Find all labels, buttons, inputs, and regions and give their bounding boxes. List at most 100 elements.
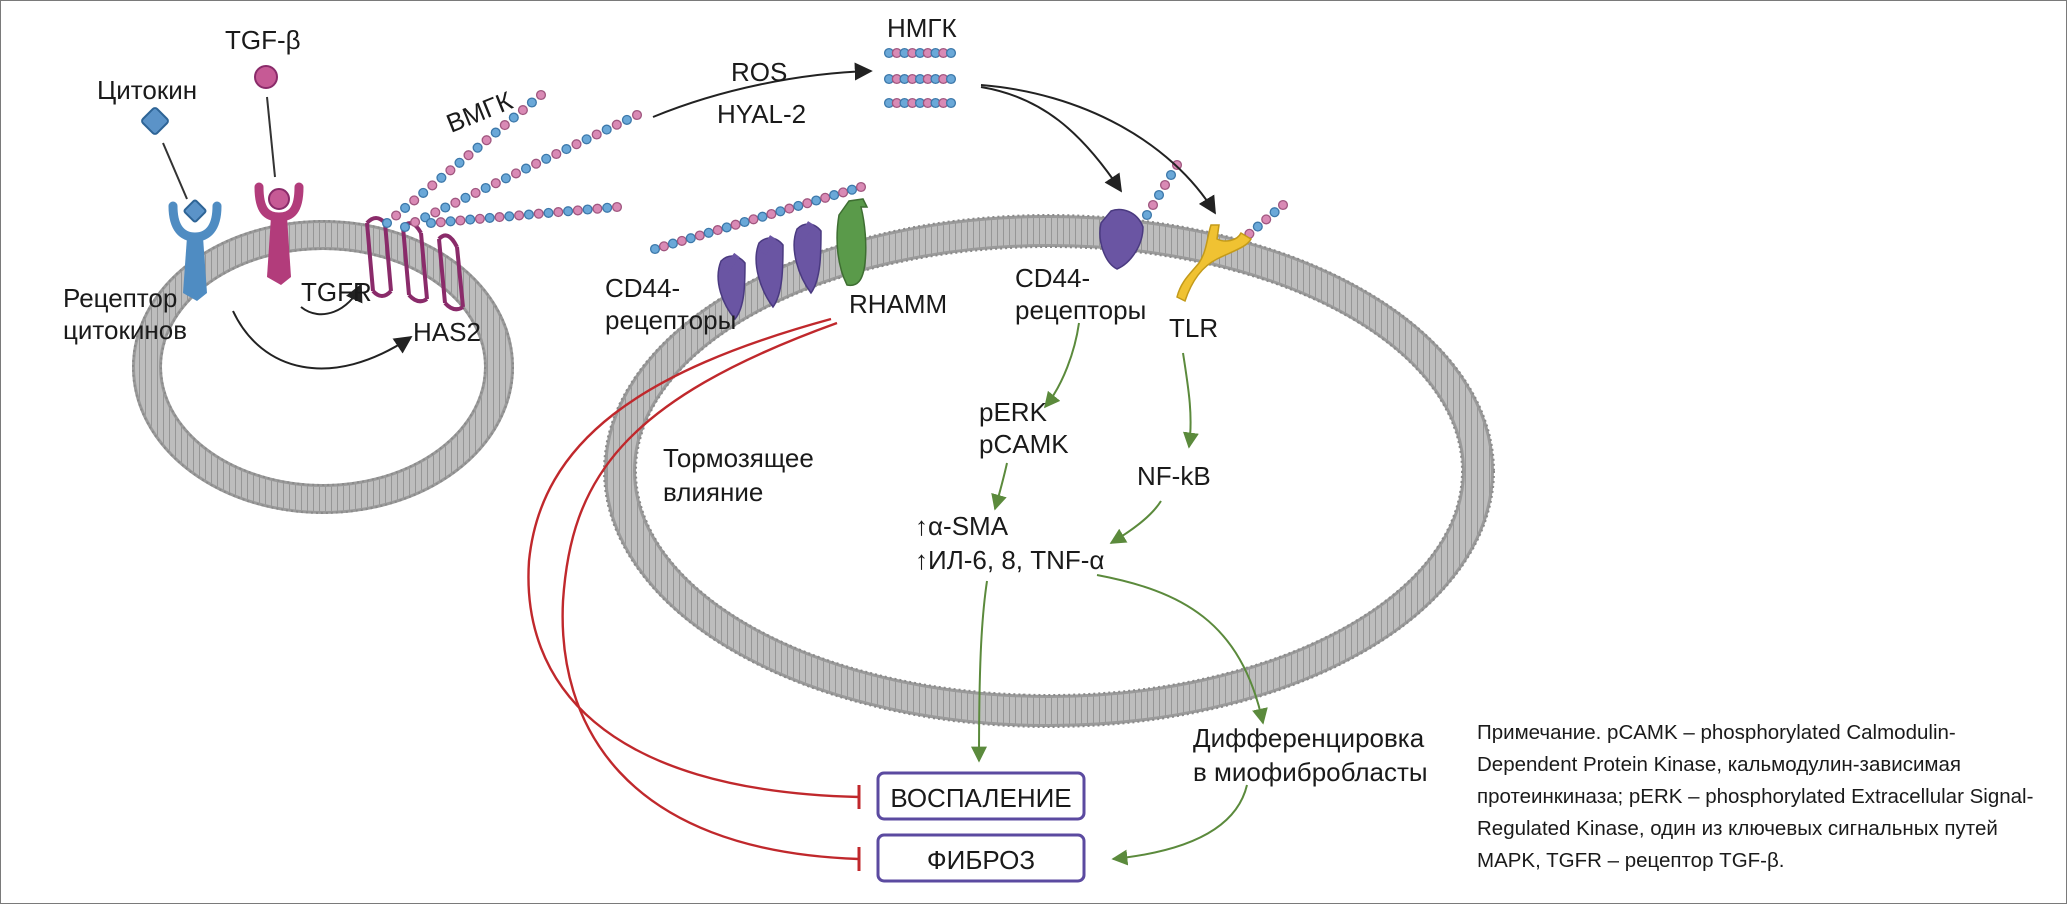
hyaluronan-bead <box>820 192 831 203</box>
tgf-beta-label: TGF-β <box>225 25 301 55</box>
hyaluronan-bead <box>563 206 574 217</box>
hyaluronan-bead <box>712 225 723 236</box>
hyaluronan-bead <box>445 165 456 176</box>
nfkb-label: NF-kB <box>1137 461 1211 491</box>
hyaluronan-bead <box>561 144 572 155</box>
hyaluronan-bead <box>945 47 957 59</box>
hyaluronan-bead <box>418 187 429 198</box>
hyaluronan-bead <box>945 97 957 109</box>
hyaluronan-bead <box>611 201 623 213</box>
hyaluronan-bead <box>517 105 528 116</box>
differentiation-label-line2: в миофибробласты <box>1193 757 1428 787</box>
hyaluronan-bead <box>631 109 643 121</box>
hyaluronan-bead <box>721 222 732 233</box>
hyaluronan-bead <box>694 230 705 241</box>
inhibition-line-fibrosis <box>561 321 860 861</box>
hyaluronan-bead <box>649 243 661 255</box>
fibrosis-box <box>876 833 1086 883</box>
cd44-left-label-line1: CD44- <box>605 273 680 303</box>
hyaluronan-bead <box>460 192 471 203</box>
hyaluronan-bead <box>855 181 867 193</box>
hyaluronan-bead <box>757 211 768 222</box>
hyaluronan-bead <box>553 207 564 218</box>
hyaluronan-bead <box>1147 199 1159 211</box>
tgfr-to-has2-arrow <box>300 283 363 316</box>
hyaluronan-bead <box>499 120 510 131</box>
hyaluronan-bead <box>480 182 491 194</box>
rhamm-icon <box>836 198 869 287</box>
hyaluronan-bead <box>484 212 495 223</box>
hyaluronan-bead <box>474 213 485 224</box>
ros-label: ROS <box>731 57 787 87</box>
hmw-ha-label: ВМГК <box>442 85 517 138</box>
il-to-differentiation-arrow <box>1096 574 1268 725</box>
hyaluronan-bead <box>811 195 822 206</box>
cd44-to-perk-arrow <box>1043 322 1080 409</box>
receptor-to-has2-arrow <box>232 310 413 370</box>
tlr-label: TLR <box>1169 313 1218 343</box>
perk-to-asma-arrow <box>991 462 1008 511</box>
has2-label: HAS2 <box>413 317 481 347</box>
inhibition-line-inflammation <box>527 317 860 799</box>
hyaluronan-bead <box>455 215 466 226</box>
hyaluronan-bead <box>425 217 437 229</box>
hyaluronan-bead <box>504 211 515 222</box>
hyaluronan-bead <box>676 235 687 246</box>
hyaluronan-bead <box>454 157 465 168</box>
tgfr-icon <box>254 182 304 285</box>
hyaluronan-bead <box>535 89 547 101</box>
cytokine-binding-line <box>162 142 188 200</box>
hyaluronan-bead <box>541 153 552 164</box>
inflammation-label: ВОСПАЛЕНИЕ <box>890 783 1071 813</box>
degradation-arrow <box>652 62 873 118</box>
hyaluronan-bead <box>409 195 420 206</box>
cytokine-receptor-label-line2: цитокинов <box>63 315 187 345</box>
pcamk-label: pCAMK <box>979 429 1069 459</box>
fibrosis-label: ФИБРОЗ <box>927 845 1035 875</box>
hyaluronan-bead <box>829 190 840 201</box>
hyaluronan-bead <box>490 127 501 138</box>
hyaluronan-bead <box>399 221 411 233</box>
cytokine-receptor-label-line1: Рецептор <box>63 283 177 313</box>
hyaluronan-bead <box>571 139 582 150</box>
hyaluronan-bead <box>472 142 483 153</box>
cd44-right-label-line1: CD44- <box>1015 263 1090 293</box>
hyaluronan-bead <box>621 114 632 125</box>
lmw-to-tlr-arrow <box>980 84 1216 215</box>
tgfb-binding-line <box>266 96 276 178</box>
hyaluronan-bead <box>793 200 804 211</box>
lmw-ha-label: НМГК <box>887 13 957 43</box>
hyaluronan-bead <box>667 238 678 249</box>
hyaluronan-bead <box>436 172 447 183</box>
hyaluronan-bead <box>508 112 519 123</box>
hyaluronan-bead <box>470 187 481 198</box>
hyaluronan-bead <box>531 158 542 169</box>
hyaluronan-bead <box>1153 189 1165 201</box>
hyaluronan-bead <box>463 150 474 161</box>
tlr-to-nfkb-arrow <box>1182 352 1199 449</box>
hyaluronan-bead <box>601 124 612 135</box>
figure-note: Примечание. pCAMK – phosphorylated Calmo… <box>1477 721 2034 872</box>
hyaluronan-bead <box>543 207 554 218</box>
hyaluronan-bead <box>572 205 583 216</box>
alpha-sma-label: ↑α-SMA <box>915 511 1009 541</box>
lmw-hyaluronan-fragments <box>883 47 957 109</box>
hyaluronan-bead <box>481 135 492 146</box>
il-to-inflammation-arrow <box>971 580 988 763</box>
hyaluronan-bead <box>445 216 456 227</box>
hyaluronan-bead <box>490 178 501 189</box>
hyaluronan-bead <box>410 217 421 228</box>
hyaluronan-bead <box>494 212 505 223</box>
perk-label: pERK <box>979 397 1048 427</box>
hyaluronan-bead <box>440 202 451 213</box>
hyaluronan-bead <box>1269 207 1280 218</box>
rhamm-label: RHAMM <box>849 289 947 319</box>
hyaluronan-bead <box>526 97 537 108</box>
hyaluronan-bead <box>582 204 593 215</box>
hyaluronan-bead <box>391 210 402 221</box>
hyaluronan-bead <box>592 203 603 214</box>
inflammation-box <box>876 771 1086 821</box>
hyaluronan-bead <box>685 233 696 244</box>
hyaluronan-bead <box>846 184 858 195</box>
hyaluronan-bead <box>591 129 602 140</box>
